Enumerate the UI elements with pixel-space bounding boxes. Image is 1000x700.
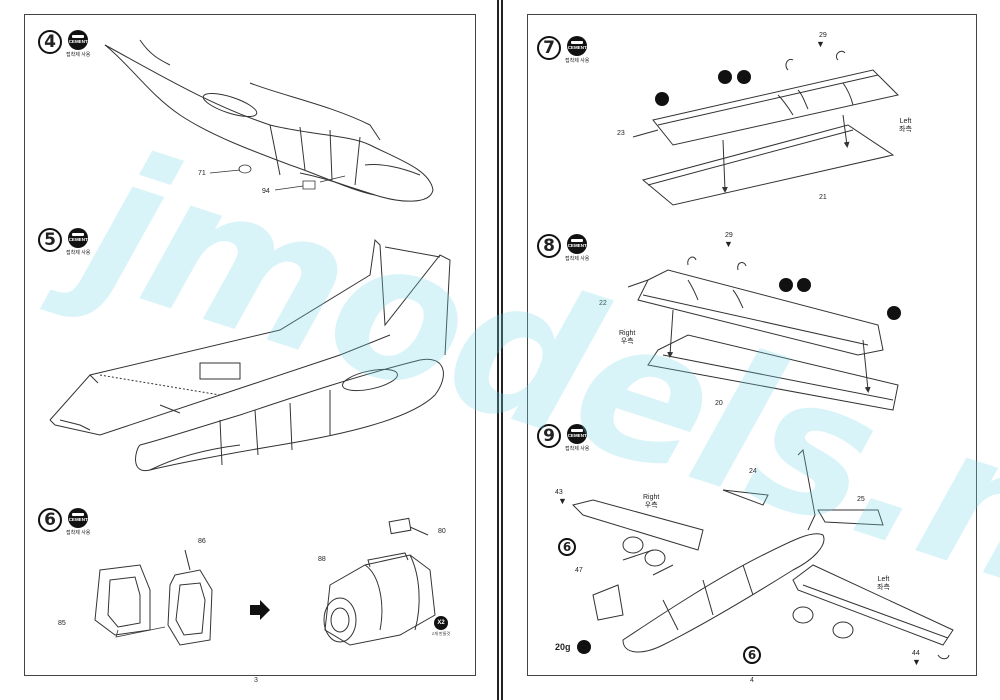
fuselage-nose-drawing — [100, 35, 440, 215]
part-label: 85 — [58, 620, 66, 627]
step-5-header: 5 CEMENT 접착제 사용 — [38, 228, 90, 256]
part-label: 22 — [599, 300, 607, 307]
step-6-header: 6 CEMENT 접착제 사용 — [38, 508, 90, 536]
glue-icon — [779, 278, 793, 292]
cement-icon: CEMENT — [68, 30, 89, 50]
page-number: 3 — [254, 677, 258, 684]
step-number: 9 — [537, 424, 561, 448]
callout-number: 6 — [743, 646, 761, 664]
page-number: 4 — [750, 677, 754, 684]
x2-icon: X2 — [434, 616, 449, 630]
cement-icon: CEMENT — [567, 234, 588, 254]
step-7-header: 7 CEMENT 접착제 사용 — [537, 36, 589, 64]
callout-number: 6 — [558, 538, 576, 556]
step-8-header: 8 CEMENT 접착제 사용 — [537, 234, 589, 262]
triangle-marker-icon: ▼ — [816, 39, 825, 49]
part-label: 24 — [749, 468, 757, 475]
part-label: 47 — [575, 567, 583, 574]
page-gutter — [497, 0, 503, 700]
cement-icon: CEMENT — [567, 424, 588, 444]
cement-instruction: CEMENT 접착제 사용 — [66, 508, 90, 536]
arrow-right-icon — [250, 600, 270, 620]
step-number: 7 — [537, 36, 561, 60]
cement-icon: CEMENT — [68, 508, 89, 528]
glue-icon — [577, 640, 591, 654]
glue-icon — [718, 70, 732, 84]
part-label: 44 — [912, 650, 920, 657]
glue-icon — [737, 70, 751, 84]
right-wing-assembly-drawing — [628, 250, 908, 415]
triangle-marker-icon: ▼ — [724, 239, 733, 249]
part-label: 80 — [438, 528, 446, 535]
left-wing-assembly-drawing — [633, 45, 903, 215]
step-4-header: 4 CEMENT 접착제 사용 — [38, 30, 90, 58]
cement-instruction: CEMENT 접착제 사용 — [565, 234, 589, 262]
nacelle-halves-drawing — [80, 545, 220, 655]
cement-instruction: CEMENT 접착제 사용 — [66, 228, 90, 256]
instruction-page-left: 4 CEMENT 접착제 사용 71 94 5 CEMENT — [0, 0, 497, 700]
nacelle-assembled-drawing — [310, 515, 460, 660]
part-label: 71 — [198, 170, 206, 177]
step-number: 5 — [38, 228, 62, 252]
part-label: 20g — [555, 642, 571, 652]
part-label: 20 — [715, 400, 723, 407]
part-label: 21 — [819, 194, 827, 201]
glue-icon — [887, 306, 901, 320]
step-number: 8 — [537, 234, 561, 258]
part-label: 94 — [262, 188, 270, 195]
cement-instruction: CEMENT 접착제 사용 — [565, 424, 589, 452]
page-frame — [527, 14, 977, 676]
part-callout-lines — [205, 160, 355, 200]
glue-icon — [655, 92, 669, 106]
cement-icon: CEMENT — [567, 36, 588, 56]
step-number: 6 — [38, 508, 62, 532]
make-two-instruction: X2 2개 만들것 — [432, 616, 450, 637]
triangle-marker-icon: ▼ — [558, 496, 567, 506]
fuselage-assembly-drawing — [40, 235, 470, 495]
part-label: 86 — [198, 538, 206, 545]
glue-icon — [797, 278, 811, 292]
part-label: 25 — [857, 496, 865, 503]
aircraft-final-assembly-drawing — [563, 450, 963, 670]
triangle-marker-icon: ▼ — [912, 657, 921, 667]
part-label: 23 — [617, 130, 625, 137]
part-label: 88 — [318, 556, 326, 563]
step-9-header: 9 CEMENT 접착제 사용 — [537, 424, 589, 452]
cement-instruction: CEMENT 접착제 사용 — [66, 30, 90, 58]
step-number: 4 — [38, 30, 62, 54]
cement-icon: CEMENT — [68, 228, 89, 248]
page-frame — [24, 14, 476, 676]
part-label: 29 — [725, 232, 733, 239]
part-label: 29 — [819, 32, 827, 39]
part-label: 43 — [555, 489, 563, 496]
cement-instruction: CEMENT 접착제 사용 — [565, 36, 589, 64]
